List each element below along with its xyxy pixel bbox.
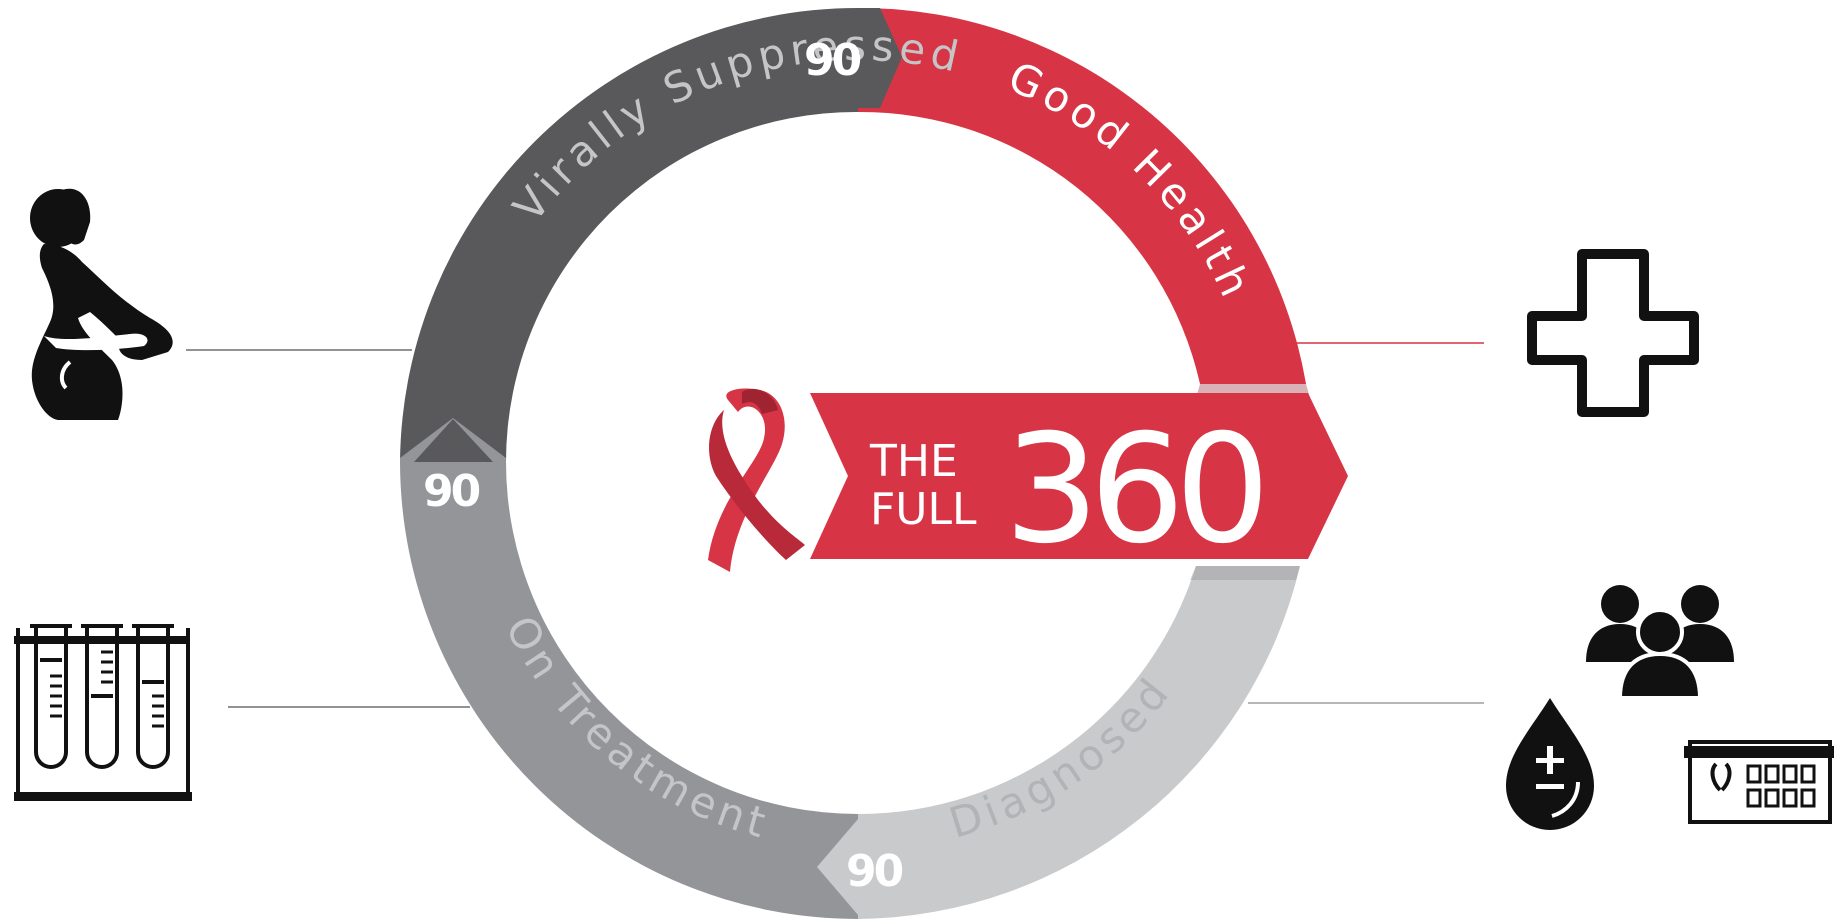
arrow-head-left-tip [414,419,493,462]
segment-virally-suppressed [400,8,858,462]
marker-90-left: 90 [423,466,480,517]
marker-90-top: 90 [804,35,861,86]
banner-shadow-bottom [1190,566,1300,580]
test-tubes-icon [14,624,192,801]
arrow-head-bottom-notch [817,819,858,915]
segment-good-health [858,7,1306,385]
clinic-building-icon [1684,740,1834,824]
title-banner [810,393,1348,559]
blood-drop-icon [1506,698,1594,830]
medical-cross-icon [1527,249,1699,417]
title-line-full: FULL [870,484,977,535]
segment-on-treatment [400,462,858,919]
people-group-icon [1586,585,1734,700]
segment-label-good-health: Good Health [1001,52,1262,308]
segment-diagnosed [858,566,1300,919]
arrow-head-top-notch [858,8,902,108]
title-number-360: 360 [1004,403,1261,577]
pregnant-woman-icon [30,188,173,420]
title-line-the: THE [869,436,958,487]
awareness-ribbon-icon [708,388,805,572]
marker-90-bottom: 90 [846,846,903,897]
